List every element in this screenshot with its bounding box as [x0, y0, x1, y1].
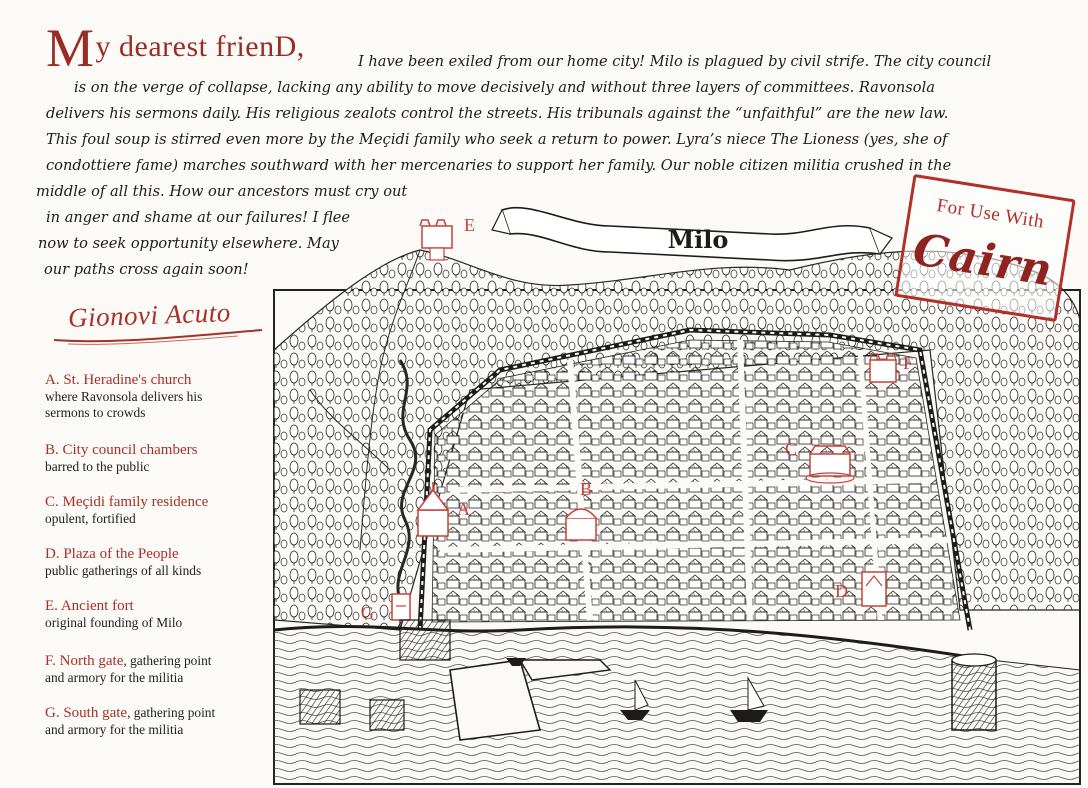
letter-line: middle of all this. How our ancestors mu… — [36, 183, 408, 200]
letter-line: This foul soup is stirred even more by t… — [46, 131, 948, 148]
south-gate-illustration — [391, 593, 411, 621]
marker-d: D — [835, 581, 848, 601]
fort-illustration — [419, 219, 453, 261]
marker-g: G — [361, 603, 374, 623]
letter: My dearest frienD, I have been exiled fr… — [0, 0, 1088, 300]
legend-item-e: E. Ancient fort original founding of Mil… — [45, 598, 182, 631]
marker-f: F — [903, 353, 914, 373]
legend-desc: where Ravonsola delivers his — [45, 389, 203, 404]
legend-desc: and armory for the militia — [45, 722, 184, 737]
church-illustration — [416, 482, 450, 537]
salutation-text: y dearest frienD, — [95, 30, 305, 63]
legend-title: C. Meçidi family residence — [45, 494, 209, 510]
letter-line: our paths cross again soon! — [44, 261, 249, 278]
north-gate-illustration — [869, 353, 897, 383]
legend-item-d: D. Plaza of the People public gatherings… — [45, 546, 201, 579]
harbour-tower-icon — [951, 653, 997, 731]
legend-desc: opulent, fortified — [45, 511, 136, 526]
council-chambers-illustration — [565, 508, 597, 541]
stamp-brand-logo: Cairn — [909, 224, 1057, 297]
letter-line: in anger and shame at our failures! I fl… — [46, 209, 351, 226]
legend-item-g: G. South gate, gathering point and armor… — [45, 702, 215, 738]
city-map-illustration: Milo — [273, 206, 1081, 785]
harbour-fort-icon — [299, 619, 451, 731]
letter-salutation: My dearest frienD, — [46, 21, 305, 75]
legend-desc: and armory for the militia — [45, 670, 184, 685]
legend-title: A. St. Heradine's church — [45, 372, 192, 388]
cairn-stamp: For Use With Cairn — [894, 173, 1076, 323]
marker-c: C — [785, 439, 798, 459]
legend-title: D. Plaza of the People — [45, 546, 179, 562]
legend-title: G. South gate — [45, 705, 128, 721]
legend-title: F. North gate — [45, 653, 124, 669]
city-map: Milo A B C D E F G — [270, 190, 1088, 788]
letter-line: now to seek opportunity elsewhere. May — [38, 235, 339, 252]
letter-line: I have been exiled from our home city! M… — [358, 53, 992, 70]
legend-desc: original founding of Milo — [45, 615, 183, 630]
map-title-banner: Milo — [491, 206, 893, 262]
ship-icon — [506, 658, 526, 666]
legend-inline: , gathering point — [123, 653, 212, 668]
ship-icon — [730, 676, 768, 722]
legend-item-f: F. North gate, gathering point and armor… — [45, 650, 212, 686]
signature-flourish — [53, 329, 263, 345]
legend-title: B. City council chambers — [45, 442, 198, 458]
letter-line: delivers his sermons daily. His religiou… — [46, 105, 949, 122]
letter-line: condottiere fame) marches southward with… — [46, 157, 952, 174]
marker-a: A — [457, 499, 470, 519]
salutation-drop-cap: M — [46, 18, 95, 78]
legend-item-a: A. St. Heradine's church where Ravonsola… — [45, 372, 202, 421]
marker-b: B — [580, 479, 593, 499]
marker-e: E — [464, 215, 475, 235]
legend-desc: public gatherings of all kinds — [45, 563, 202, 578]
plaza-illustration — [861, 571, 887, 607]
map-title: Milo — [668, 225, 729, 254]
legend-title: E. Ancient fort — [45, 598, 134, 614]
legend-inline: , gathering point — [127, 705, 216, 720]
legend-desc: sermons to crowds — [45, 405, 146, 420]
residence-illustration — [805, 445, 855, 484]
legend-item-c: C. Meçidi family residence opulent, fort… — [45, 494, 208, 527]
ship-icon — [620, 679, 650, 720]
legend-item-b: B. City council chambers barred to the p… — [45, 442, 197, 475]
letter-line: is on the verge of collapse, lacking any… — [74, 79, 935, 96]
legend-desc: barred to the public — [45, 459, 150, 474]
